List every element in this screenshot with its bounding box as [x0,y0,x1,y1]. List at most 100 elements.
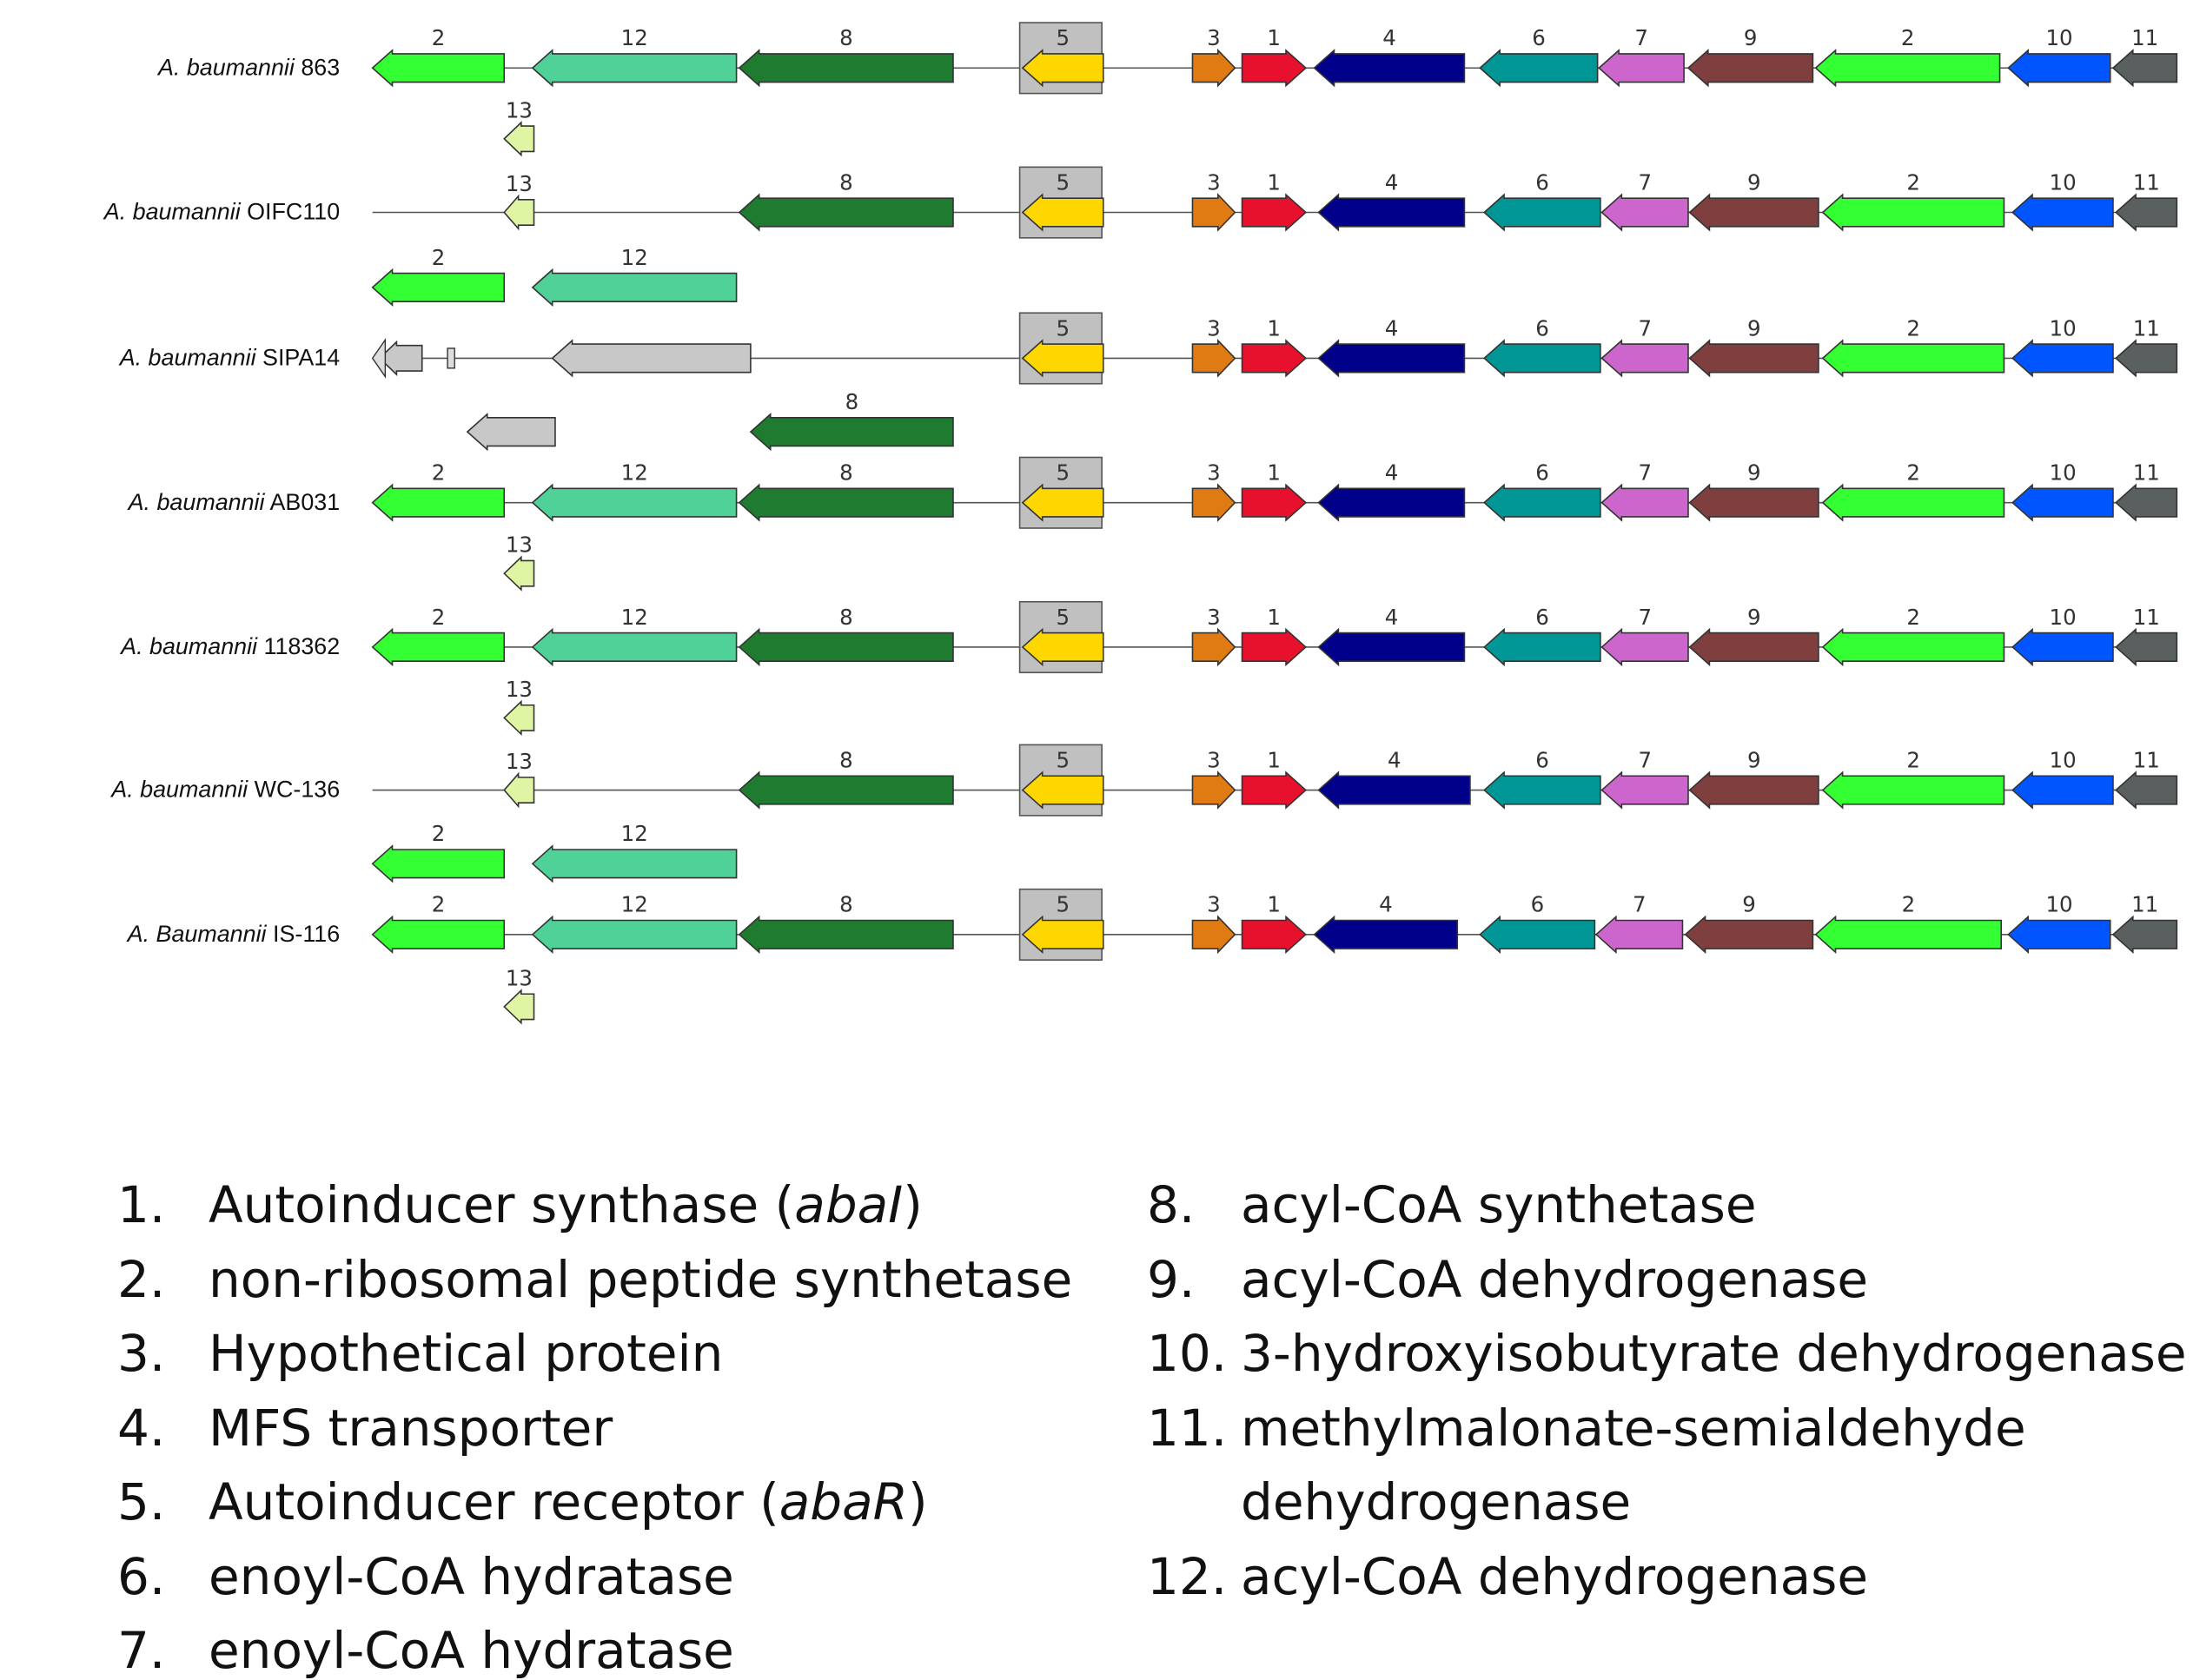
gene-number-label: 2 [1906,605,1920,630]
gene-8-arrow [738,483,954,522]
gene-number-label: 11 [2133,747,2160,772]
gene-number-label: 7 [1633,892,1647,917]
strain-label: A. baumannii 118362 [119,633,340,659]
gene-number-label: 13 [506,97,533,122]
gene-11-arrow [2111,915,2178,954]
gene-1-arrow [1241,771,1308,810]
gene-number-label: 3 [1207,605,1221,630]
strain-label: A. baumannii AB031 [127,489,341,515]
gene-number-label: 2 [432,245,446,270]
gene-number-label: 6 [1535,315,1549,341]
gene-number-label: 4 [1385,315,1399,341]
gene-number-label: 12 [621,460,648,486]
gene-number-label: 5 [1057,25,1070,50]
gene-5-arrow [1021,193,1104,232]
gene-7-arrow [1600,771,1689,810]
gene-number-label: 9 [1747,315,1761,341]
gene-number-label: 1 [1267,25,1281,50]
gene-8-arrow [738,771,954,810]
gene-13-arrow [503,989,535,1025]
gene-3-arrow [1191,339,1236,378]
gene-13-arrow [503,771,535,809]
gene-8-arrow [738,915,954,954]
gene-number-label: 10 [2045,892,2072,917]
gene-number-label: 9 [1747,605,1761,630]
gene-number-label: 10 [2050,605,2077,630]
gene-9-arrow [1688,627,1819,667]
gene-number-label: 8 [839,605,853,630]
strain-id: 118362 [257,633,340,659]
gene-number-label: 8 [839,892,853,917]
gene-8-arrow [738,193,954,232]
gene-11-arrow [2115,771,2178,810]
gene-3-arrow [1191,483,1236,523]
gene-number-label: 3 [1207,315,1221,341]
gene-number-label: 2 [1906,747,1920,772]
strain-id: AB031 [265,489,341,515]
species-name: A. baumannii [118,345,257,371]
gene-number-label: 5 [1057,315,1070,341]
gene-unassigned-arrow [466,412,556,452]
gene-number-label: 8 [845,389,859,414]
gene-6-arrow [1479,915,1596,954]
gene-2-arrow [371,915,506,954]
gene-6-arrow [1483,193,1601,232]
gene-number-label: 11 [2131,892,2158,917]
gene-unassigned-arrow [551,339,752,378]
gene-number-label: 9 [1744,25,1758,50]
gene-number-label: 1 [1267,605,1281,630]
gene-number-label: 9 [1747,169,1761,195]
gene-8-arrow [738,627,954,667]
strain-label: A. baumannii SIPA14 [118,345,341,371]
gene-number-label: 11 [2133,169,2160,195]
gene-number-label: 1 [1267,460,1281,486]
gene-9-arrow [1684,915,1814,954]
gene-number-label: 11 [2133,605,2160,630]
gene-4-arrow [1317,193,1466,232]
gene-number-label: 13 [506,749,533,774]
gene-number-label: 5 [1057,892,1070,917]
species-name: A. baumannii [156,54,295,80]
gene-number-label: 2 [1906,460,1920,486]
gene-5-arrow [1021,915,1104,954]
gene-2-arrow [371,627,506,667]
gene-7-arrow [1594,915,1684,954]
strain-id: SIPA14 [256,345,341,371]
gene-number-label: 2 [1906,315,1920,341]
gene-number-label: 9 [1742,892,1756,917]
gene-number-label: 10 [2045,25,2072,50]
gene-number-label: 4 [1382,25,1396,50]
gene-3-arrow [1191,627,1236,667]
gene-number-label: 2 [432,892,446,917]
gene-4-arrow [1317,483,1466,522]
gene-4-arrow [1317,771,1471,810]
gene-10-arrow [2007,49,2111,88]
gene-1-arrow [1241,915,1308,954]
gene-2-arrow [1814,49,2001,88]
gene-10-arrow [2011,483,2114,522]
gene-9-arrow [1686,49,1814,88]
gene-1-arrow [1241,483,1308,522]
gene-number-label: 7 [1638,315,1652,341]
gene-12-arrow [531,844,738,883]
small-feature-marker [447,347,455,369]
gene-11-arrow [2115,483,2178,522]
gene-4-arrow [1313,915,1459,954]
gene-4-arrow [1317,339,1466,378]
gene-number-label: 2 [1902,892,1916,917]
species-name: A. Baumannii [126,921,268,947]
gene-12-arrow [531,268,738,308]
gene-number-label: 13 [506,171,533,196]
gene-number-label: 2 [432,25,446,50]
gene-3-arrow [1191,48,1236,88]
gene-2-arrow [1821,771,2005,810]
gene-2-arrow [371,268,506,308]
gene-2-arrow [371,483,506,522]
gene-10-arrow [2011,627,2114,667]
gene-2-arrow [1814,915,2002,954]
gene-10-arrow [2011,193,2114,232]
gene-12-arrow [531,483,738,522]
gene-1-arrow [1241,193,1308,232]
gene-9-arrow [1688,193,1819,232]
